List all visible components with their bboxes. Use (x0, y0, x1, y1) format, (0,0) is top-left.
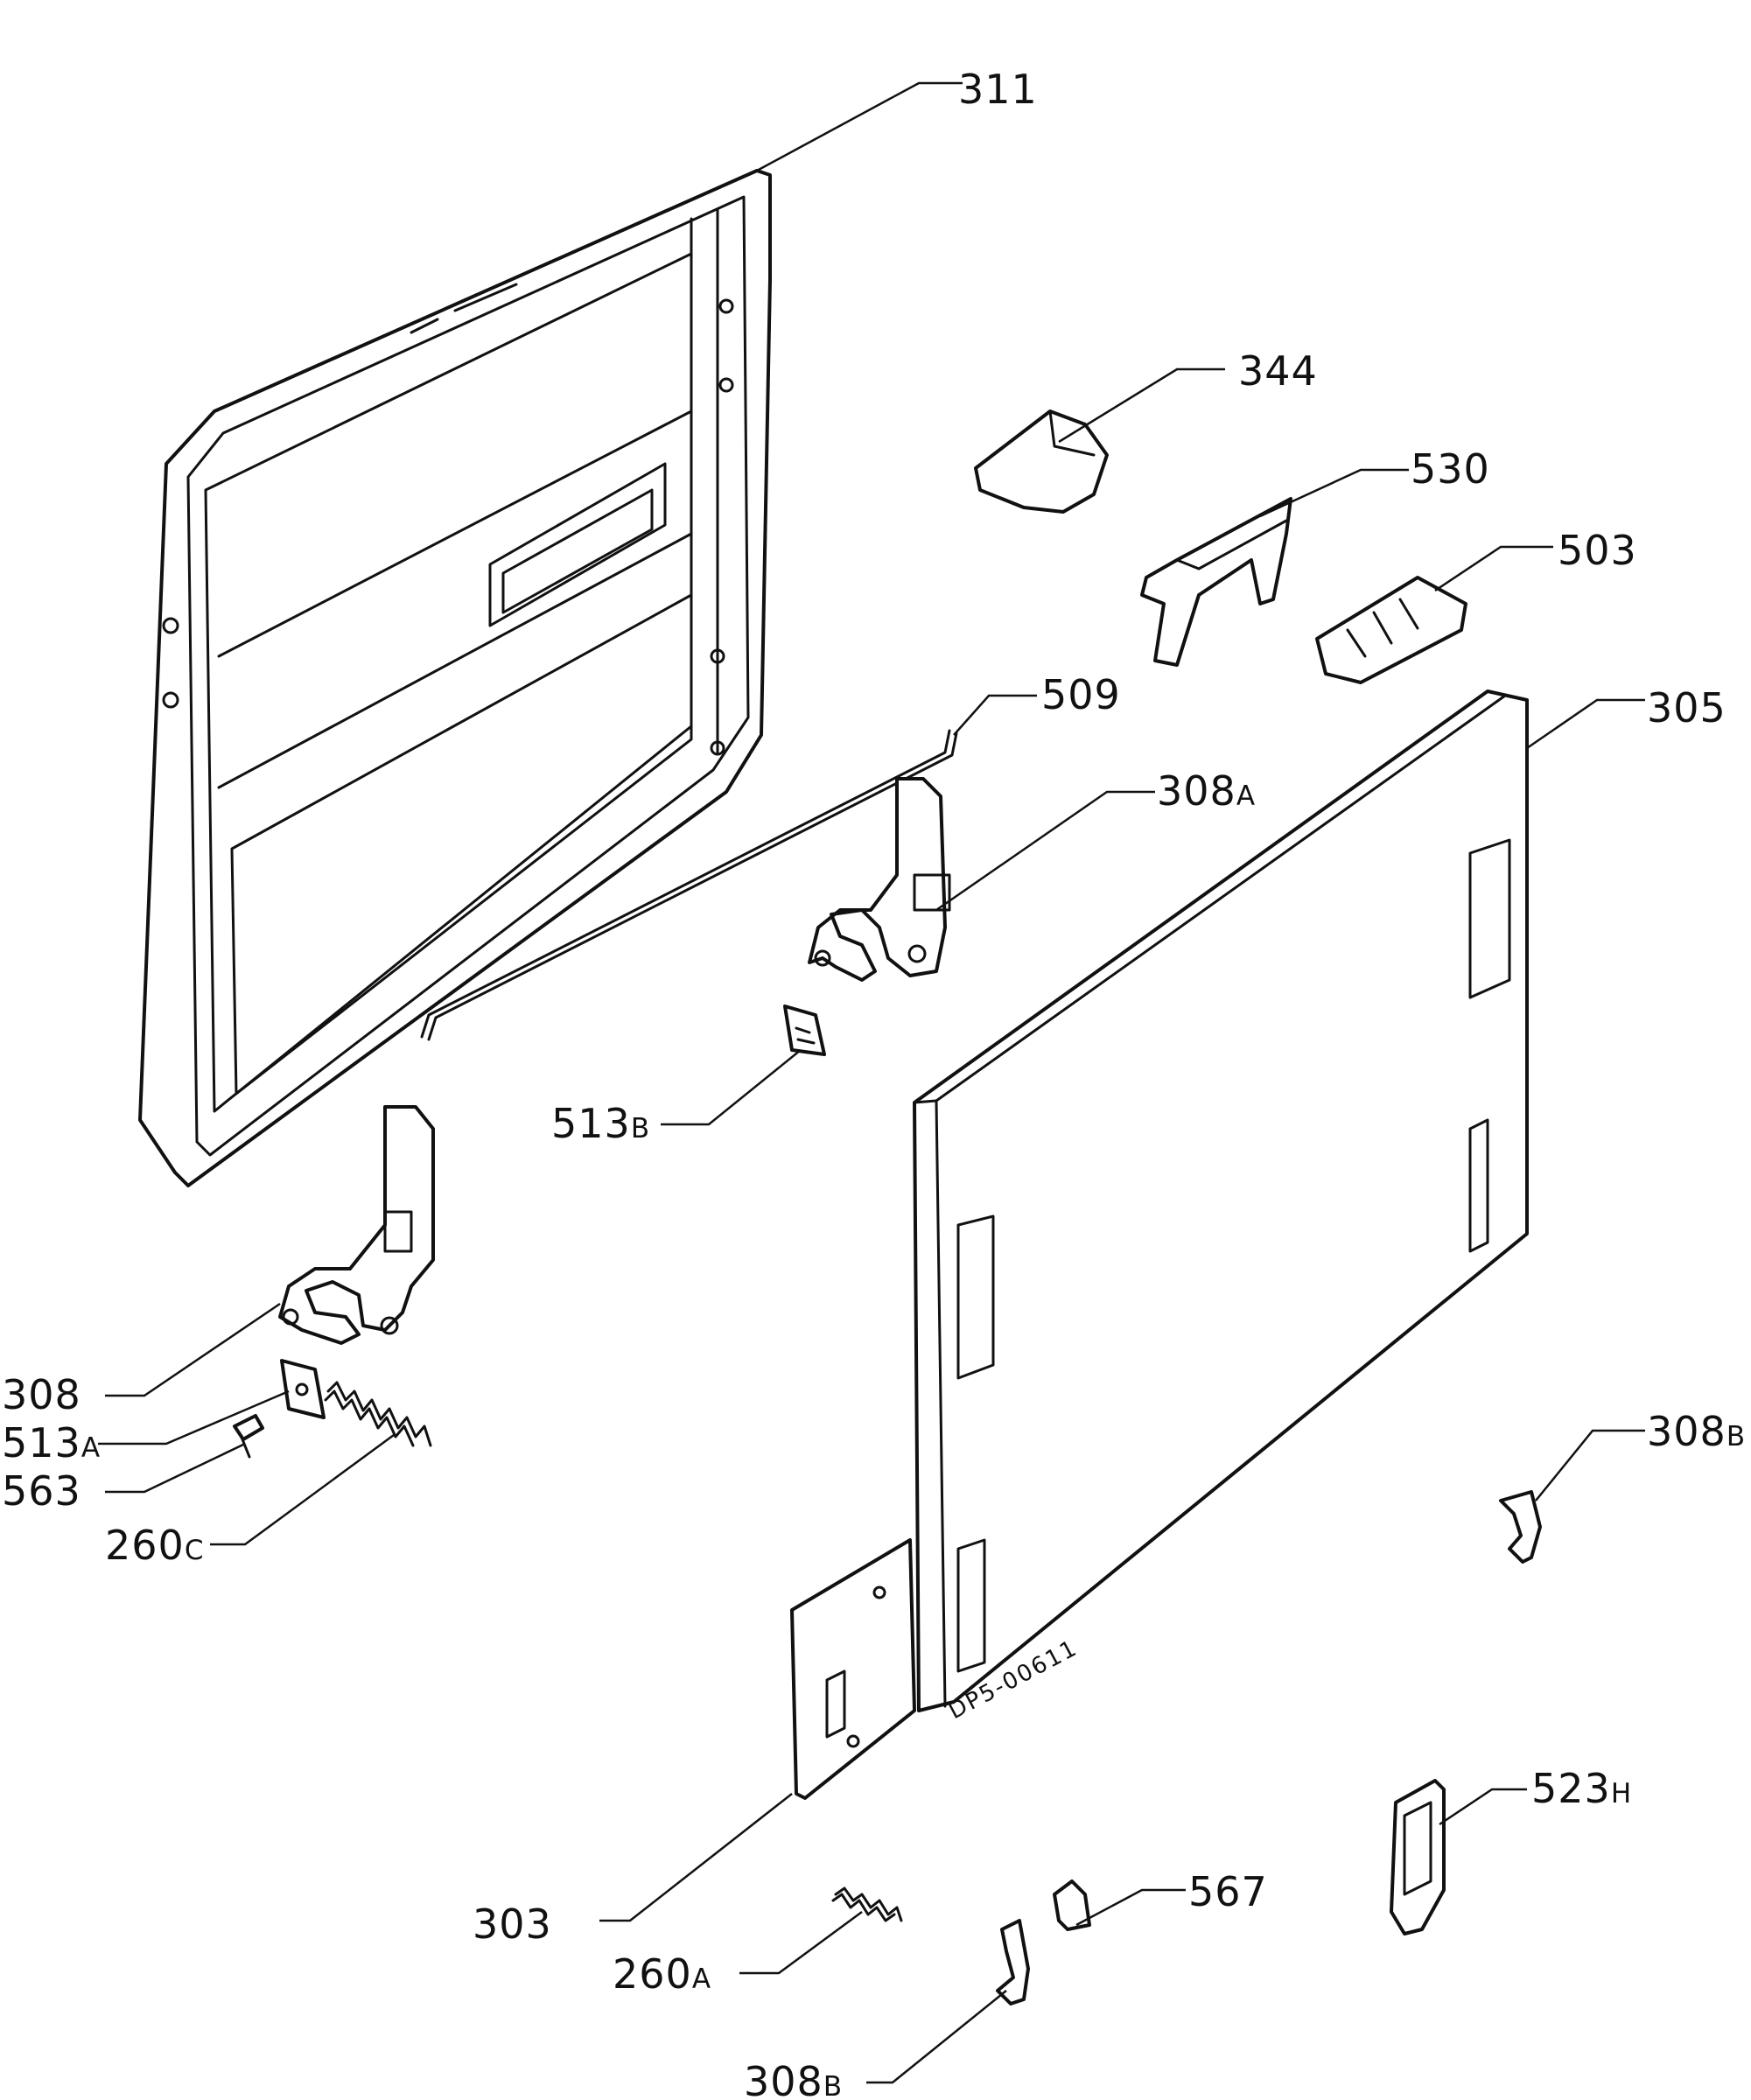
clip-567[interactable] (1053, 1880, 1091, 1931)
hinge-308[interactable] (278, 1105, 435, 1345)
part-503[interactable] (1315, 576, 1467, 684)
bracket-513a[interactable] (280, 1359, 326, 1419)
label-503: 503 (1558, 527, 1637, 574)
label-308b-right: 308B (1647, 1408, 1746, 1455)
label-530: 530 (1411, 445, 1490, 493)
label-344: 344 (1238, 347, 1318, 395)
spring-260c[interactable] (324, 1381, 432, 1447)
inner-door-frame-311[interactable] (138, 169, 772, 1187)
part-344[interactable] (974, 410, 1109, 514)
label-303: 303 (473, 1900, 552, 1948)
screw-563[interactable] (233, 1414, 264, 1459)
label-567: 567 (1188, 1868, 1268, 1915)
hook-308b-right[interactable] (1499, 1490, 1542, 1564)
label-513b: 513B (551, 1100, 650, 1147)
outer-door-panel-305[interactable] (913, 690, 1529, 1712)
label-260a: 260A (613, 1950, 711, 1998)
hinge-308a[interactable] (808, 777, 951, 982)
label-563: 563 (2, 1467, 81, 1515)
hook-308b-bottom[interactable] (996, 1919, 1030, 2006)
label-308a: 308A (1157, 767, 1256, 815)
label-305: 305 (1647, 684, 1726, 732)
label-509: 509 (1041, 671, 1121, 718)
part-530[interactable] (1140, 497, 1292, 667)
part-labels: 311 344 530 503 509 305 308A 513B 308 51… (2, 66, 1746, 2100)
label-513a: 513A (2, 1419, 101, 1466)
spring-260a[interactable] (831, 1886, 903, 1922)
latch-523h[interactable] (1390, 1779, 1446, 1936)
leader-lines (98, 81, 1645, 2084)
label-260c: 260C (105, 1522, 204, 1569)
label-308: 308 (2, 1371, 81, 1418)
wire-rod-509[interactable] (420, 729, 958, 1041)
label-308b-bottom: 308B (744, 2058, 843, 2100)
bracket-513b[interactable] (783, 1004, 826, 1056)
label-311: 311 (958, 66, 1038, 113)
panel-303[interactable] (790, 1538, 916, 1800)
label-523h: 523H (1531, 1765, 1632, 1812)
